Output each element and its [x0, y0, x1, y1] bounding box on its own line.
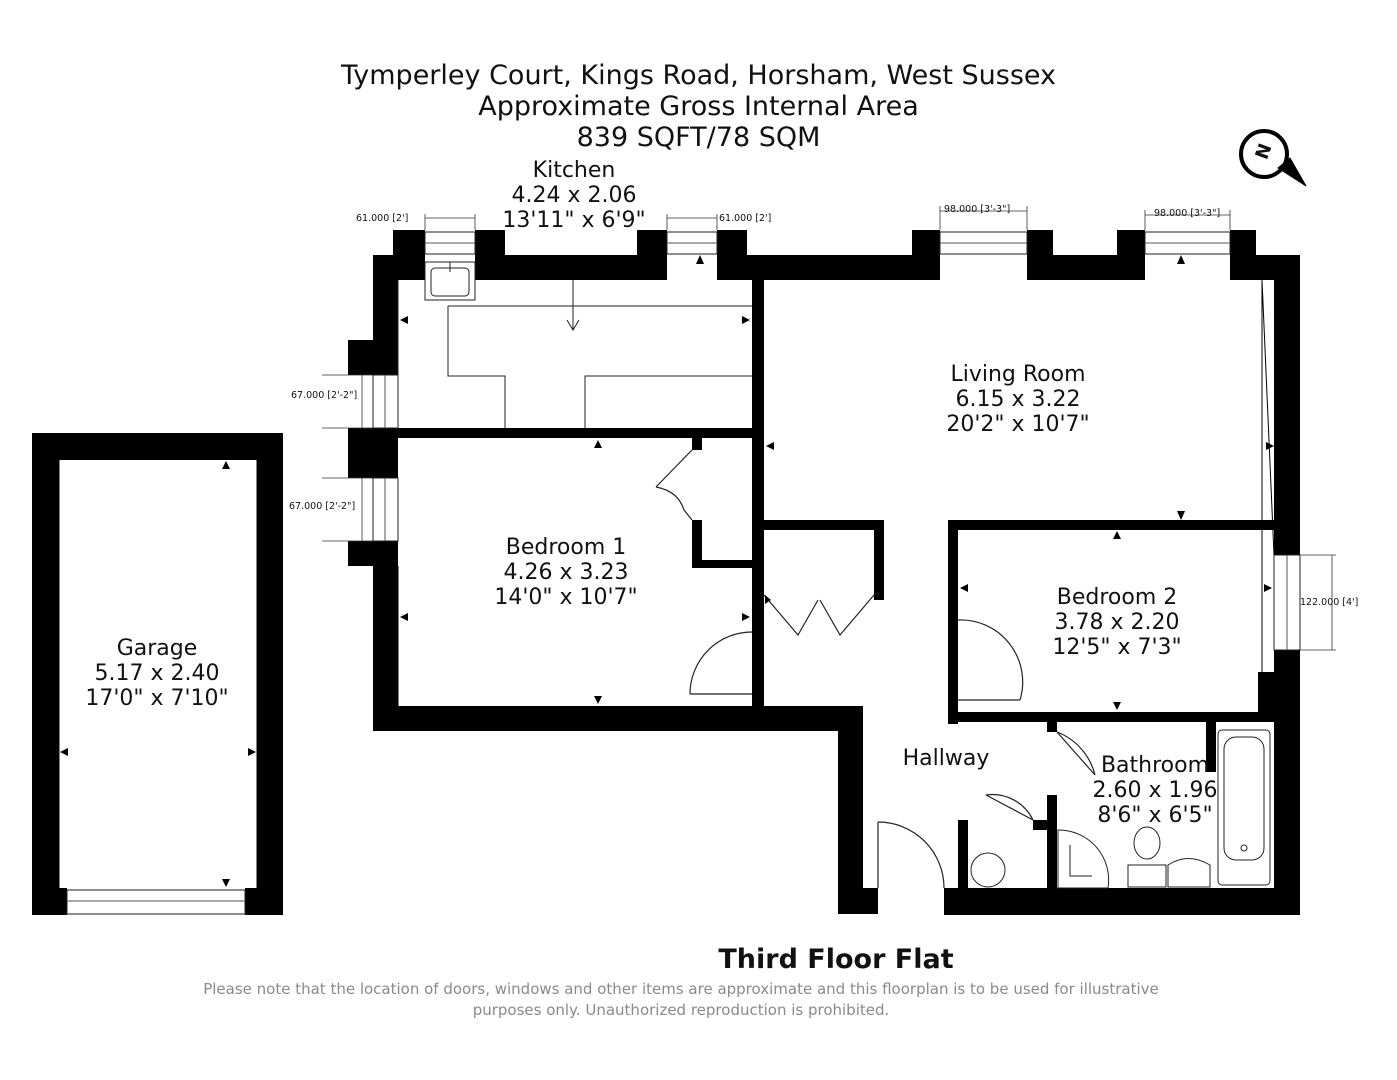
wall	[948, 712, 1274, 722]
room-label-bedroom-2: Bedroom 2 3.78 x 2.20 12'5" x 7'3"	[1017, 585, 1217, 660]
room-name: Garage	[116, 636, 198, 661]
wall	[1274, 720, 1300, 915]
room-imperial: 20'2" x 10'7"	[946, 412, 1090, 437]
room-label-garage: Garage 5.17 x 2.40 17'0" x 7'10"	[57, 636, 257, 711]
area-label: Approximate Gross Internal Area	[478, 91, 919, 122]
wall	[637, 230, 667, 280]
wall	[717, 255, 940, 280]
wall	[257, 433, 283, 915]
wall	[398, 428, 764, 438]
room-imperial: 13'11" x 6'9"	[502, 208, 646, 233]
wall	[948, 520, 1300, 530]
area-value: 839 SQFT/78 SQM	[576, 122, 821, 153]
wall	[373, 706, 863, 731]
wall	[245, 888, 283, 915]
window-dim-kitchen-right: 61.000 [2']	[719, 213, 772, 224]
compass-icon	[1239, 129, 1307, 187]
room-name: Hallway	[902, 746, 990, 771]
wall	[1206, 722, 1216, 772]
room-label-kitchen: Kitchen 4.24 x 2.06 13'11" x 6'9"	[474, 158, 674, 233]
wall	[862, 888, 878, 914]
room-metric: 2.60 x 1.96	[1092, 778, 1218, 803]
room-metric: 3.78 x 2.20	[1054, 610, 1180, 635]
room-imperial: 8'6" x 6'5"	[1097, 803, 1213, 828]
room-label-bathroom: Bathroom 2.60 x 1.96 8'6" x 6'5"	[1085, 753, 1225, 828]
property-address: Tymperley Court, Kings Road, Horsham, We…	[340, 60, 1057, 91]
wall	[692, 438, 702, 450]
floor-title: Third Floor Flat	[718, 944, 954, 975]
room-metric: 4.24 x 2.06	[511, 183, 637, 208]
wall	[692, 560, 754, 568]
wall	[393, 230, 425, 280]
window-dim-bedroom2-east: 122.000 [4']	[1300, 597, 1359, 608]
room-imperial: 14'0" x 10'7"	[494, 585, 638, 610]
disclaimer-text: Please note that the location of doors, …	[203, 980, 1159, 1019]
wall	[1274, 255, 1300, 555]
wall	[944, 888, 1300, 915]
wall	[1047, 722, 1057, 732]
wall	[348, 340, 375, 375]
room-name: Living Room	[950, 362, 1086, 387]
room-name: Kitchen	[532, 158, 616, 183]
wall	[348, 428, 375, 478]
room-metric: 6.15 x 3.22	[955, 387, 1081, 412]
window-dim-west-lower: 67.000 [2'-2"]	[289, 501, 356, 512]
room-name: Bathroom	[1100, 753, 1210, 778]
window-dim-living-right: 98.000 [3'-3"]	[1154, 208, 1221, 219]
wall	[348, 541, 375, 566]
wall	[32, 888, 67, 915]
room-name: Bedroom 1	[505, 535, 627, 560]
wall	[752, 280, 764, 710]
wall	[958, 820, 968, 890]
window-dim-kitchen-left: 61.000 [2']	[356, 213, 409, 224]
room-label-hallway: Hallway	[886, 746, 1006, 771]
room-metric: 5.17 x 2.40	[94, 661, 220, 686]
wall	[1047, 795, 1057, 895]
room-imperial: 12'5" x 7'3"	[1052, 635, 1182, 660]
wall	[912, 230, 940, 280]
room-metric: 4.26 x 3.23	[503, 560, 629, 585]
room-label-living-room: Living Room 6.15 x 3.22 20'2" x 10'7"	[918, 362, 1118, 437]
wall	[1117, 230, 1145, 280]
wall	[948, 520, 958, 724]
window-dim-living-left: 98.000 [3'-3"]	[944, 204, 1011, 215]
wall	[32, 433, 283, 460]
wall	[692, 520, 702, 566]
wall	[475, 255, 665, 280]
room-imperial: 17'0" x 7'10"	[85, 686, 229, 711]
wall	[764, 520, 884, 530]
wall	[838, 706, 863, 914]
wall	[1033, 820, 1047, 830]
wall	[874, 520, 884, 600]
window-dim-west-upper: 67.000 [2'-2"]	[291, 390, 358, 401]
wall	[32, 433, 59, 915]
room-name: Bedroom 2	[1056, 585, 1178, 610]
room-label-bedroom-1: Bedroom 1 4.26 x 3.23 14'0" x 10'7"	[466, 535, 666, 610]
